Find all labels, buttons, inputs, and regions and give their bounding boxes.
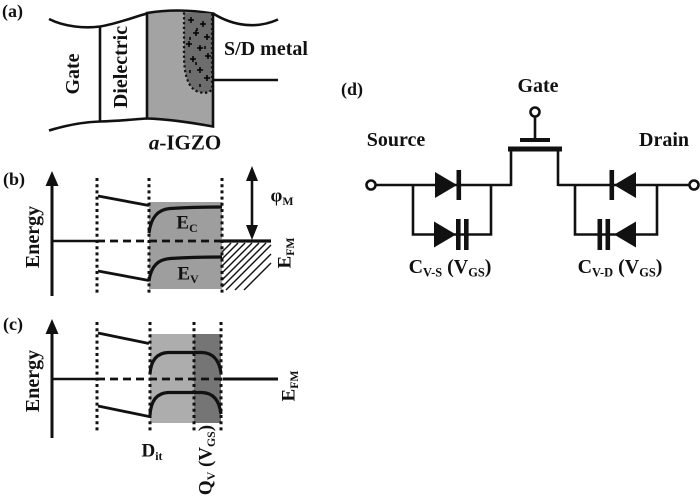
energy-axis-arrowhead-b [45,171,59,186]
interface-trap-density-label: Dit [141,440,163,463]
drain-diode-capacitor [597,219,636,250]
panel-d-letter: (d) [341,79,363,99]
gate-terminal-label: Gate [517,75,559,97]
sd-metal-label: S/D metal [224,38,308,60]
panel-a-letter: (a) [2,1,23,21]
metal-states-hatch [221,242,272,291]
igzo-bandgap-shade [149,202,222,289]
metal-fermi-label-b: EFM [274,237,297,269]
dielectric-cb-slant-c [97,331,150,345]
valence-band-curve [147,255,223,282]
source-diode-capacitor [434,219,469,250]
valence-band-label: EV [177,263,199,286]
drain-diode [609,170,636,200]
energy-axis-label-c: Energy [22,349,44,413]
dielectric-vb-slant-c [97,404,150,418]
panel-d-circuit [365,106,700,250]
drain-capacitance-label: CV-D (VGS) [577,256,663,280]
gate-terminal [529,106,541,118]
trapped-charge-label: QV (VGS) [195,424,218,496]
panel-a-schematic [48,9,279,132]
valence-band-arch [148,390,223,416]
panel-b-letter: (b) [3,169,25,189]
conduction-band-label: EC [176,212,198,235]
positive-charge-marks [186,17,211,87]
source-terminal-label: Source [366,129,426,151]
energy-axis-label-b: Energy [22,205,44,269]
panel-c-band-diagram [45,319,278,438]
dielectric-layer-label: Dielectric [110,25,132,109]
drain-branch-loop [573,185,659,236]
top-boundary-right [212,12,279,27]
gate-layer-label: Gate [62,53,84,95]
drain-terminal [688,179,700,191]
energy-axis-arrowhead-c [45,319,59,334]
drain-terminal-label: Drain [639,129,689,151]
work-function-arrow [246,166,258,240]
interface-trap-shade [150,334,194,423]
metal-fermi-label-c: EFM [278,370,301,402]
panel-c-letter: (c) [3,314,23,334]
conduction-band-arch [148,350,223,375]
panel-b-band-diagram [45,166,272,296]
interface-charge-dotted-border [182,12,214,94]
work-function-label: φM [270,185,294,208]
source-branch-loop [411,185,493,236]
dielectric-cb-slant-b [97,194,150,207]
dielectric-vb-slant-b [97,269,150,282]
interface-charge-region [184,12,212,93]
source-diode [435,170,462,200]
source-terminal [365,179,377,191]
top-boundary-left [48,12,148,29]
conduction-band-curve [147,205,223,234]
igzo-label: a-IGZO [148,130,222,155]
source-capacitance-label: CV-S (VGS) [408,256,492,280]
bottom-boundary [48,117,148,132]
